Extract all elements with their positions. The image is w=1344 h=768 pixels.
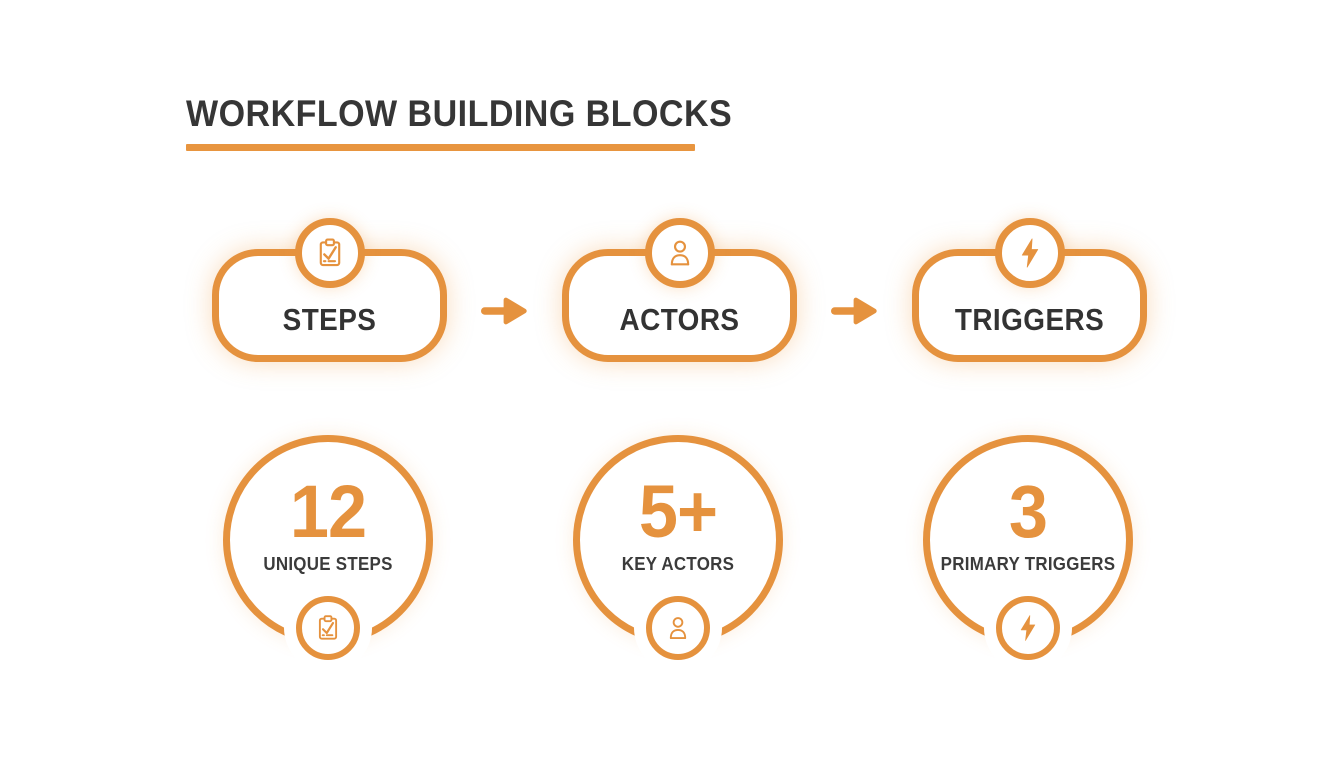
stat-label: UNIQUE STEPS — [263, 554, 393, 574]
person-icon — [669, 617, 687, 639]
lightning-icon — [1021, 238, 1038, 268]
stat-icon-badge — [646, 596, 710, 660]
stat-circle-unique-steps: 12 UNIQUE STEPS — [223, 435, 433, 660]
person-icon — [670, 240, 689, 266]
stat-value: 12 — [289, 470, 367, 553]
flow-block-icon-badge — [294, 218, 365, 288]
stat-circle-primary-triggers: 3 PRIMARY TRIGGERS — [923, 435, 1133, 660]
stat-icon-badge — [296, 596, 360, 660]
arrow-right-icon — [481, 294, 529, 328]
flow-block-icon-badge — [644, 218, 715, 288]
flow-block-label: TRIGGERS — [954, 302, 1105, 337]
stat-value: 3 — [1008, 470, 1048, 553]
page-title: WORKFLOW BUILDING BLOCKS — [186, 93, 733, 134]
stat-icon-badge — [996, 596, 1060, 660]
title-underline — [186, 144, 695, 151]
stat-value: 5+ — [638, 470, 718, 553]
stat-label: PRIMARY TRIGGERS — [940, 554, 1116, 574]
flow-block-triggers: TRIGGERS — [912, 218, 1147, 362]
stat-label: KEY ACTORS — [621, 554, 735, 574]
arrow-right-icon — [831, 294, 879, 328]
flow-block-label: STEPS — [282, 302, 377, 337]
flow-block-icon-badge — [994, 218, 1065, 288]
flow-block-label: ACTORS — [619, 302, 740, 337]
lightning-icon — [1020, 615, 1036, 641]
flow-block-actors: ACTORS — [562, 218, 797, 362]
flow-block-steps: STEPS — [212, 218, 447, 362]
clipboard-check-icon — [319, 238, 340, 267]
clipboard-check-icon — [318, 615, 338, 640]
stat-circle-key-actors: 5+ KEY ACTORS — [573, 435, 783, 660]
